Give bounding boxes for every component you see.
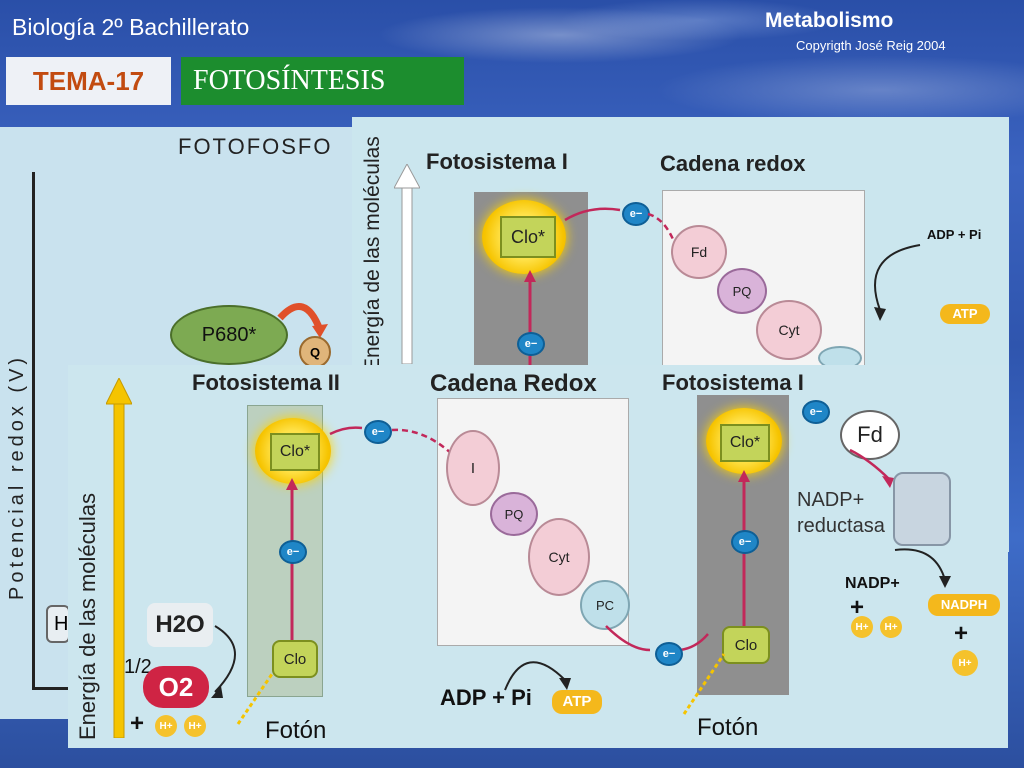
photon-ray-1	[236, 673, 274, 725]
p3-ps2-electron: e−	[279, 540, 307, 564]
topic-label: Metabolismo	[765, 9, 894, 32]
h2o-label: H2O	[147, 603, 213, 647]
panel1-x-axis-line	[32, 687, 72, 690]
p3-electron-ps1-out: e−	[802, 400, 830, 424]
subject-label: Biología 2º Bachillerato	[12, 14, 250, 40]
p2-chain-fd: Fd	[671, 225, 727, 279]
p3-ps1-clo: Clo	[722, 626, 770, 664]
water-split-arrow	[211, 625, 236, 698]
p680-node: P680*	[170, 305, 288, 365]
panel1-title: FOTOFOSFO	[178, 134, 333, 159]
p3-electron-ps2-out: e−	[364, 420, 392, 444]
p3-ps2-clo-excited: Clo*	[270, 433, 320, 471]
p3-adp-label: ADP + Pi	[440, 685, 532, 710]
p2-atp-label: ATP	[940, 304, 990, 324]
p3-title-chain: Cadena Redox	[430, 370, 597, 397]
page-title: FOTOSÍNTESIS	[181, 57, 464, 105]
p3-ps2-excite-line	[286, 478, 298, 648]
p3-electron-chain-out: e−	[655, 642, 683, 666]
panel1-y-axis-line	[32, 172, 35, 690]
h2o-stub: H	[46, 605, 70, 643]
hplus-5: H+	[184, 715, 206, 737]
p3-fd-arrow	[849, 448, 894, 488]
plus-sign-2: +	[954, 620, 969, 647]
p3-chain-cyt: Cyt	[528, 518, 590, 596]
p3-ps1-excite-line	[738, 470, 750, 640]
panel1-y-axis-label: Potencial redox (V)	[6, 353, 28, 600]
p2-energy-arrow	[394, 164, 420, 364]
nadph-arrow	[894, 548, 951, 588]
p2-title-chain: Cadena redox	[660, 151, 806, 176]
p3-y-axis-label: Energía de las moléculas	[75, 492, 100, 740]
p3-title-ps1: Fotosistema I	[662, 370, 804, 395]
hplus-1: H+	[851, 616, 873, 638]
p2-title-ps1: Fotosistema I	[426, 149, 568, 174]
photon-label-2: Fotón	[697, 714, 759, 741]
p2-chain-pq: PQ	[717, 268, 767, 314]
quinone-node: Q	[299, 336, 331, 368]
p3-chain-pq: PQ	[490, 492, 538, 536]
half-label: 1/2	[124, 656, 152, 678]
p2-electron-path	[564, 207, 682, 261]
p3-energy-arrow	[106, 378, 132, 738]
p2-adp-label: ADP + Pi	[927, 227, 982, 242]
p2-atp-cycle-arrow	[874, 244, 921, 321]
p3-title-ps2: Fotosistema II	[192, 370, 340, 395]
plus-sign-1: +	[850, 594, 865, 621]
p3-ps2-clo: Clo	[272, 640, 318, 678]
nadph-label: NADPH	[928, 594, 1000, 616]
photon-label-1: Fotón	[265, 717, 327, 744]
p2-clo-excited: Clo*	[500, 216, 556, 258]
p3-fd-node: Fd	[840, 410, 900, 460]
p3-atp-cycle-arrow	[504, 661, 571, 691]
nadp-reductasa-label: NADP+ reductasa	[797, 489, 885, 537]
copyright-label: Copyrigth José Reig 2004	[796, 38, 946, 53]
p2-y-axis-label: Energía de las moléculas	[361, 136, 384, 372]
hplus-2: H+	[880, 616, 902, 638]
p3-electron-path-2	[605, 625, 709, 652]
p2-electron-up: e−	[622, 202, 650, 226]
p680-arrow	[277, 303, 328, 338]
o2-label: O2	[143, 666, 209, 708]
plus-sign-3: +	[130, 710, 145, 737]
tema-box: TEMA-17	[6, 57, 171, 105]
p3-chain-pc: PC	[580, 580, 630, 630]
p3-ps1-clo-excited: Clo*	[720, 424, 770, 462]
p3-electron-path-1	[329, 426, 457, 459]
p3-atp-label: ATP	[552, 690, 602, 714]
nadp-plus-label: NADP+	[845, 575, 900, 592]
p3-chain-i: I	[446, 430, 500, 506]
p2-chain-cyt: Cyt	[756, 300, 822, 360]
hplus-3: H+	[952, 650, 978, 676]
photon-ray-2	[682, 653, 726, 715]
p2-electron-down: e−	[517, 332, 545, 356]
p3-ps1-electron: e−	[731, 530, 759, 554]
hplus-4: H+	[155, 715, 177, 737]
nadp-reductase-enzyme	[893, 472, 951, 546]
